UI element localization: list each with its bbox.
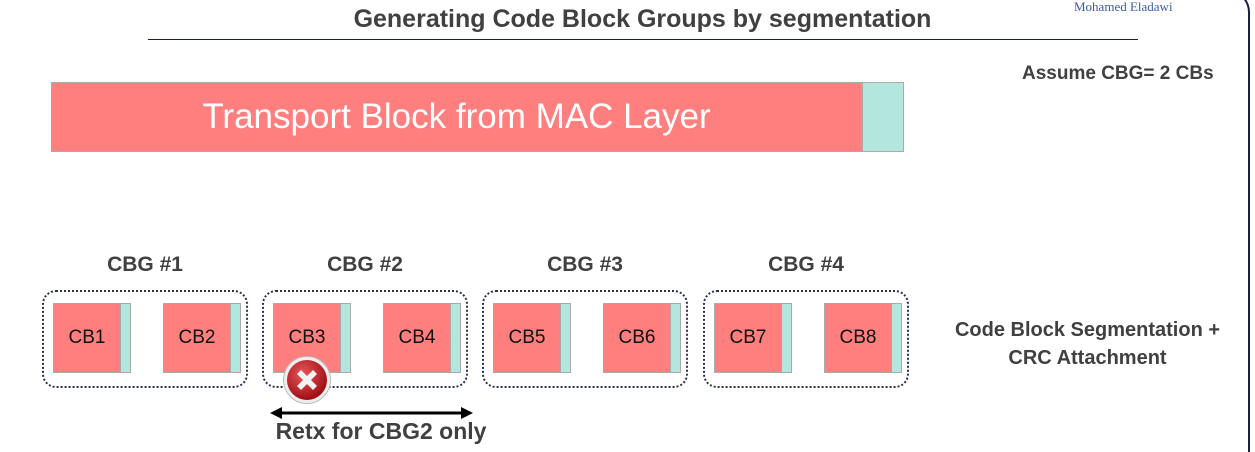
cbg-box [703, 290, 909, 388]
assumption-text: Assume CBG= 2 CBs [1022, 63, 1214, 84]
cbg-label: CBG #4 [768, 253, 844, 276]
segmentation-label: Code Block Segmentation + CRC Attachment [920, 316, 1255, 372]
cbg-label: CBG #1 [107, 253, 183, 276]
code-block: CB5 [493, 303, 561, 373]
segmentation-line-2: CRC Attachment [1008, 347, 1167, 369]
segmentation-line-1: Code Block Segmentation + [954, 319, 1221, 341]
code-block-crc [781, 303, 792, 373]
code-block-crc [120, 303, 131, 373]
code-block-crc [230, 303, 241, 373]
cbg-label: CBG #3 [547, 253, 623, 276]
code-block-crc [670, 303, 681, 373]
code-block: CB7 [714, 303, 782, 373]
slide-title: Generating Code Block Groups by segmenta… [353, 5, 932, 33]
error-x-icon [283, 356, 331, 404]
transport-block: Transport Block from MAC Layer [51, 82, 862, 152]
cbg-box [262, 290, 468, 388]
code-block-crc [340, 303, 351, 373]
transport-block-crc [862, 82, 904, 152]
code-block: CB4 [383, 303, 451, 373]
title-rule [148, 39, 1138, 40]
retx-span-arrow [270, 407, 473, 419]
author-name: Mohamed Eladawi [1072, 0, 1175, 14]
cbg-box [482, 290, 688, 388]
code-block: CB8 [824, 303, 892, 373]
cbg-box [42, 290, 248, 388]
code-block-crc [891, 303, 902, 373]
cbg-label: CBG #2 [327, 253, 403, 276]
code-block-crc [450, 303, 461, 373]
code-block: CB6 [603, 303, 671, 373]
code-block: CB1 [53, 303, 121, 373]
code-block-crc [560, 303, 571, 373]
retx-label: Retx for CBG2 only [275, 418, 487, 444]
code-block: CB2 [163, 303, 231, 373]
